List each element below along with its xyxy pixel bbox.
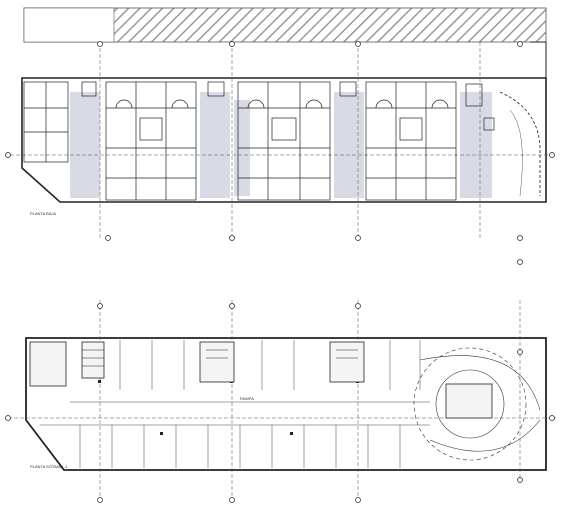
circulation-washes <box>70 92 492 198</box>
grid-bubbles-ground-top <box>97 41 523 47</box>
basement-plan: RAMPA PLANTA SÓTANO -1 <box>5 300 556 503</box>
stair-cores-basement <box>29 341 493 419</box>
basement-label: PLANTA SÓTANO -1 <box>30 464 68 469</box>
ramp-circles-basement <box>413 347 541 461</box>
apartment-modules <box>23 81 457 201</box>
grid-bubbles-ground-bottom <box>5 152 555 265</box>
stair-cores-ground <box>81 81 495 131</box>
ground-floor-label: PLANTA BAJA <box>30 211 56 216</box>
structural-grid-ground <box>10 42 556 240</box>
ground-floor-plan: PLANTA BAJA <box>5 7 556 265</box>
ramp-curve-ground <box>499 91 541 196</box>
parking-bays <box>40 340 430 468</box>
basement-outline <box>25 337 547 471</box>
grid-bubbles-basement <box>5 303 555 503</box>
ramp-note: RAMPA <box>240 396 254 401</box>
